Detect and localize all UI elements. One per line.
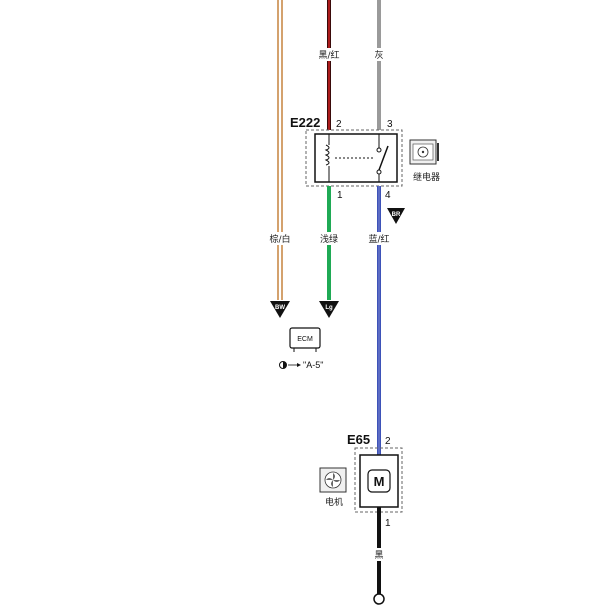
relay-pin-4: 4 xyxy=(385,190,391,201)
wire-label-light-green: 浅绿 xyxy=(320,233,338,245)
reference-icon xyxy=(279,361,301,369)
terminal-br-label: BR xyxy=(392,212,401,218)
wire-label-bg xyxy=(268,232,292,245)
terminal-lg xyxy=(319,301,339,318)
ground-terminal xyxy=(373,593,385,605)
motor-connector-label: E65 xyxy=(347,432,370,447)
ecm-label: ECM xyxy=(297,336,313,343)
wire-label-black: 黑 xyxy=(374,550,383,561)
relay-connector-label: E222 xyxy=(290,115,320,130)
terminal-lg-label: Lg xyxy=(325,305,333,311)
fan-icon xyxy=(319,467,347,493)
terminal-bw xyxy=(270,301,290,318)
relay-icon xyxy=(409,139,439,165)
motor-pin-2: 2 xyxy=(385,436,391,447)
terminal-br xyxy=(387,208,405,224)
motor-pin-1: 1 xyxy=(385,518,391,529)
relay-coil xyxy=(324,134,373,182)
relay-outline xyxy=(305,129,403,187)
motor-symbol-frame xyxy=(367,469,391,493)
relay-switch xyxy=(376,134,389,182)
wire-label-blue-red: 蓝/红 xyxy=(368,233,389,245)
motor-caption: 电机 xyxy=(325,496,343,508)
wire-label-gray: 灰 xyxy=(374,49,383,61)
terminal-bw-label: BW xyxy=(275,305,285,311)
wire-label-black-red: 黑/红 xyxy=(318,49,339,61)
motor-symbol: M xyxy=(374,474,385,489)
relay-pin-1: 1 xyxy=(337,190,343,201)
ecm-box xyxy=(289,327,321,352)
wire-label-brown-white: 棕/白 xyxy=(269,233,290,245)
relay-pin-2: 2 xyxy=(336,119,342,130)
wire-brown-white xyxy=(277,0,283,300)
relay-pin-3: 3 xyxy=(387,119,393,130)
ecm-reference: "A-5" xyxy=(303,360,323,370)
relay-caption: 继电器 xyxy=(413,171,440,183)
motor-outline xyxy=(354,447,403,513)
